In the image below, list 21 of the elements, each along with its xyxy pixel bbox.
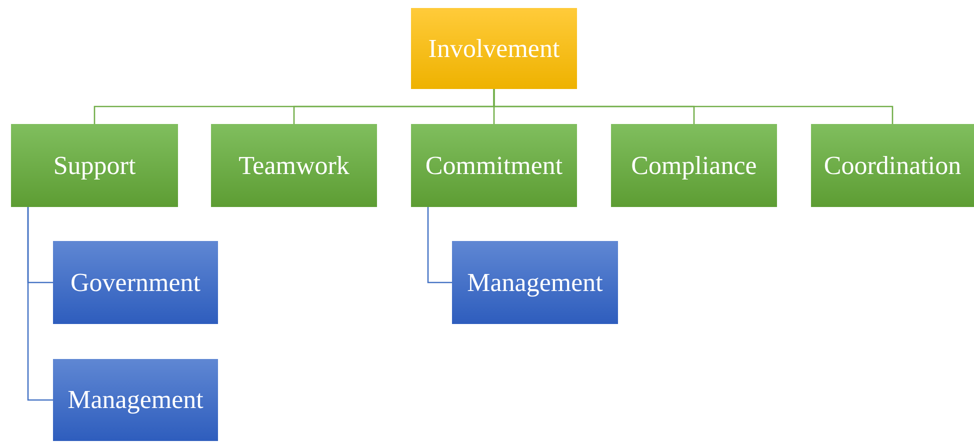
category-box [11,124,178,207]
node-label: Management [68,385,204,415]
category-box [611,124,777,207]
node-label: Involvement [428,34,560,64]
node-label: Teamwork [238,150,350,180]
node-label: Coordination [824,150,962,180]
node-label: Government [70,268,200,298]
category-box [811,124,974,207]
connector-line [493,89,894,124]
node-label: Support [53,150,136,180]
category-box [211,124,377,207]
root-box [411,8,577,89]
node-label: Commitment [425,150,563,180]
connector-line [27,207,53,401]
sub-item-box [53,241,218,324]
node-label: Management [467,268,603,298]
connector-line [427,207,452,284]
sub-item-box [53,359,218,441]
sub-item-box [452,241,618,324]
node-label: Compliance [631,150,757,180]
category-box [411,124,577,207]
